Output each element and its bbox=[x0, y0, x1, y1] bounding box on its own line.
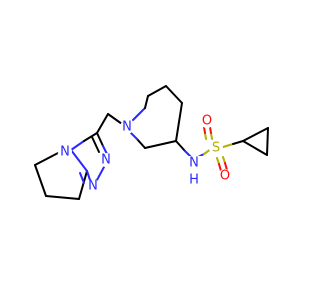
bond-cyclopropyl-2 bbox=[266, 127, 269, 156]
bond-triazole-2a bbox=[70, 140, 85, 151]
atom-label-n-amide: N bbox=[189, 156, 199, 171]
atom-label-s-sulfonyl: S bbox=[212, 141, 220, 156]
bond-pyrrolidine-2 bbox=[45, 195, 80, 200]
bond-s-o-bottom-double-a bbox=[222, 156, 226, 164]
atom-n-triazole-1: N bbox=[99, 153, 113, 168]
bond-triazole-1 bbox=[70, 149, 88, 172]
bond-triazole-5a bbox=[86, 170, 91, 181]
bond-triazole-3-double bbox=[91, 136, 100, 153]
bond-s-cyclopropyl-b bbox=[232, 140, 244, 145]
bond-triazole-3a bbox=[96, 132, 104, 147]
atom-label-n-triazole-1: N bbox=[101, 153, 111, 168]
bond-piperidine-1a bbox=[132, 107, 146, 121]
atom-label-o-sulfonyl-bottom: O bbox=[220, 169, 230, 184]
bond-c3-nh-a bbox=[175, 140, 186, 152]
bond-piperidine-5 bbox=[144, 140, 177, 149]
bond-s-o-bottom-double-b bbox=[224, 162, 228, 171]
bond-cyclopropyl-1 bbox=[242, 140, 268, 156]
bond-s-cyclopropyl-a bbox=[222, 143, 234, 148]
bond-piperidine-1b bbox=[144, 95, 149, 109]
atom-s-sulfonyl: S bbox=[209, 141, 223, 156]
bond-s-o-top-double-a bbox=[204, 132, 207, 140]
bond-linker-2 bbox=[107, 113, 123, 125]
bond-s-o-bottom-b bbox=[218, 163, 222, 172]
bond-pyrrolidine-3 bbox=[78, 170, 88, 200]
bond-triazole-2b bbox=[83, 132, 98, 142]
atom-n-piperidine: N bbox=[120, 120, 134, 135]
bond-layer bbox=[34, 85, 269, 200]
bond-triazole-3b bbox=[102, 145, 108, 155]
atom-n-triazole-2: N bbox=[86, 179, 100, 194]
bond-triazole-5-double bbox=[79, 172, 85, 184]
molecule-structure-diagram: N N N N N H S O O bbox=[34, 85, 269, 200]
atom-label-h-amide: H bbox=[189, 173, 199, 188]
bond-s-o-top-a bbox=[210, 132, 213, 140]
bond-cyclopropyl-3 bbox=[242, 127, 269, 142]
bond-pyrrolidine-1 bbox=[34, 164, 47, 197]
atom-nh-amide: N H bbox=[186, 156, 202, 188]
bond-s-o-bottom-a bbox=[216, 157, 220, 165]
atom-o-sulfonyl-top: O bbox=[200, 114, 214, 129]
bond-piperidine-6b bbox=[130, 132, 138, 140]
bond-s-o-top-b bbox=[209, 126, 212, 134]
bond-piperidine-6a bbox=[136, 138, 146, 149]
bond-s-o-top-double-b bbox=[203, 126, 206, 134]
bond-linker-1 bbox=[96, 113, 109, 134]
bond-piperidine-2 bbox=[147, 85, 167, 97]
bond-piperidine-4 bbox=[175, 102, 183, 142]
bond-pyrrolidine-4 bbox=[34, 152, 59, 166]
atom-label-n-ring-bridge: N bbox=[60, 145, 70, 160]
bond-piperidine-3 bbox=[165, 85, 183, 104]
atom-label-o-sulfonyl-top: O bbox=[202, 114, 212, 129]
atom-label-n-triazole-2: N bbox=[88, 179, 98, 194]
atom-label-n-piperidine: N bbox=[122, 120, 132, 135]
atom-o-sulfonyl-bottom: O bbox=[218, 169, 232, 184]
bond-triazole-4 bbox=[96, 166, 105, 181]
atom-n-ring-bridge: N bbox=[58, 145, 72, 160]
atom-label-layer: N N N N N H S O O bbox=[58, 114, 232, 194]
